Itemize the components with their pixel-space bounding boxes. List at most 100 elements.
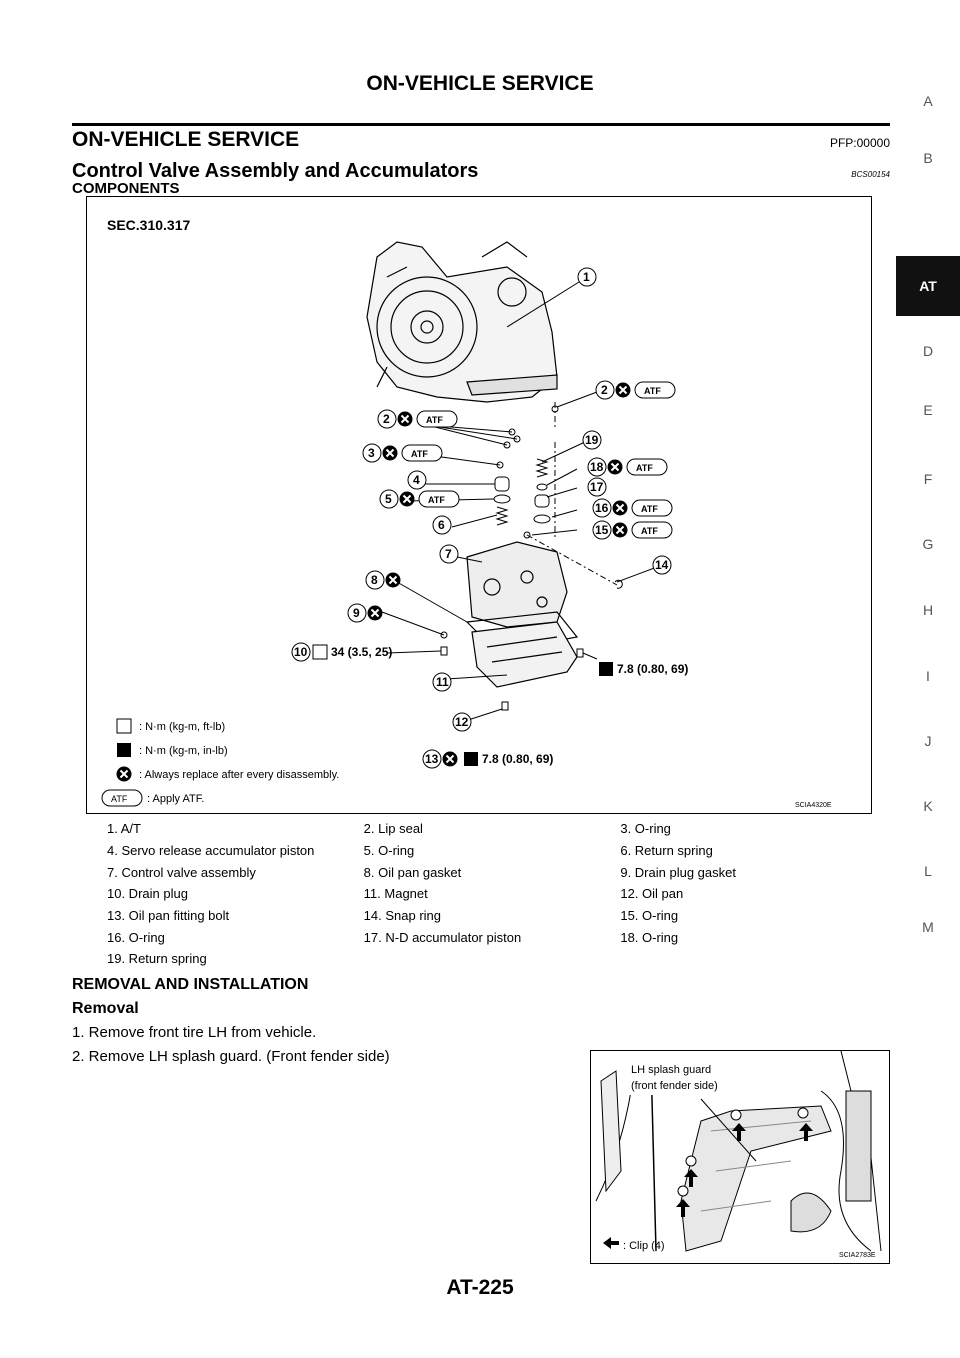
section-code: PFP:00000 — [829, 136, 890, 150]
figure2-code: SCIA2783E — [839, 1252, 876, 1259]
svg-text:11: 11 — [436, 675, 449, 689]
torque-fitting-bolt: 7.8 (0.80, 69) — [482, 752, 553, 766]
svg-text:8: 8 — [371, 573, 378, 587]
side-index-e[interactable]: E — [923, 402, 933, 418]
figure-legend: : N·m (kg-m, ft-lb) : N·m (kg-m, in-lb) … — [101, 718, 339, 807]
legend-nm-inlb: : N·m (kg-m, in-lb) — [139, 745, 228, 757]
components-heading: COMPONENTS — [72, 180, 180, 197]
splash-guard-figure: LH splash guard (front fender side) : Cl… — [590, 1050, 890, 1264]
svg-text:18: 18 — [590, 460, 604, 474]
side-index-g[interactable]: G — [922, 536, 934, 552]
running-header: ON-VEHICLE SERVICE — [366, 72, 594, 95]
removal-heading: Removal — [72, 1000, 139, 1017]
svg-text:10: 10 — [294, 645, 308, 659]
side-index-h[interactable]: H — [922, 602, 934, 618]
side-index-i[interactable]: I — [926, 668, 930, 684]
svg-text:16: 16 — [595, 501, 609, 515]
svg-text:5: 5 — [385, 492, 392, 506]
atf-label: ATF — [644, 386, 661, 396]
torque-oil-pan: 7.8 (0.80, 69) — [617, 662, 688, 676]
figure-code: SCIA4320E — [795, 802, 832, 809]
atf-label: ATF — [111, 794, 128, 804]
table-cell: 4. Servo release accumulator piston — [107, 843, 315, 859]
clip-legend: : Clip (4) — [623, 1240, 665, 1252]
svg-text:7: 7 — [445, 547, 452, 561]
side-index-k[interactable]: K — [923, 798, 933, 814]
subsection-title: Control Valve Assembly and Accumulators — [72, 160, 479, 182]
table-row: 7. Control valve assembly 8. Oil pan gas… — [107, 861, 877, 883]
side-index-at[interactable]: AT — [896, 256, 960, 316]
table-cell: 15. O-ring — [620, 908, 679, 924]
svg-text:2: 2 — [383, 412, 390, 426]
side-index-d[interactable]: D — [922, 343, 934, 359]
legend-nm-ftlb: : N·m (kg-m, ft-lb) — [139, 721, 225, 733]
table-cell: 10. Drain plug — [107, 886, 188, 902]
section-title: ON-VEHICLE SERVICE — [72, 128, 300, 151]
splash-guard-diagram: LH splash guard (front fender side) : Cl… — [595, 1050, 882, 1259]
table-cell: 18. O-ring — [620, 929, 679, 945]
step-1: 1. Remove front tire LH from vehicle. — [72, 1024, 317, 1041]
clip-arrows — [603, 1123, 813, 1249]
atf-label: ATF — [641, 526, 658, 536]
side-index-m[interactable]: M — [922, 919, 934, 935]
parts-table: 1. A/T 2. Lip seal 3. O-ring 4. Servo re… — [107, 818, 877, 970]
legend-replace: : Always replace after every disassembly… — [139, 769, 339, 781]
figure-sec-label: SEC.310.317 — [107, 217, 190, 233]
control-valve-illustration — [466, 541, 568, 628]
table-cell: 2. Lip seal — [363, 821, 423, 837]
table-cell: 14. Snap ring — [363, 908, 442, 924]
legend-atf: : Apply ATF. — [147, 793, 204, 805]
table-row: 4. Servo release accumulator piston 5. O… — [107, 840, 877, 862]
side-index-a[interactable]: A — [923, 93, 933, 109]
table-cell: 17. N-D accumulator piston — [363, 929, 522, 945]
svg-text:3: 3 — [368, 446, 375, 460]
table-row: 16. O-ring 17. N-D accumulator piston 18… — [107, 926, 877, 948]
splash-guard-label-2: (front fender side) — [631, 1080, 718, 1092]
atf-label: ATF — [428, 495, 445, 505]
table-cell: 3. O-ring — [620, 821, 671, 837]
atf-label: ATF — [426, 415, 443, 425]
page-number: AT-225 — [446, 1276, 514, 1299]
atf-label: ATF — [641, 504, 658, 514]
svg-text:14: 14 — [655, 558, 669, 572]
svg-text:9: 9 — [353, 606, 360, 620]
table-row: 13. Oil pan fitting bolt 14. Snap ring 1… — [107, 905, 877, 927]
components-diagram: SEC.310.317 — [101, 217, 832, 809]
svg-text:4: 4 — [413, 473, 420, 487]
side-index-j[interactable]: J — [924, 733, 932, 749]
components-figure: SEC.310.317 — [86, 196, 872, 814]
table-cell: 19. Return spring — [107, 951, 207, 967]
svg-text:13: 13 — [425, 752, 439, 766]
table-cell: 11. Magnet — [363, 886, 428, 902]
torque-drain-plug: 34 (3.5, 25) — [331, 645, 392, 659]
header-rule — [72, 123, 890, 126]
svg-text:19: 19 — [585, 433, 599, 447]
svg-text:1: 1 — [583, 270, 590, 284]
table-cell: 9. Drain plug gasket — [620, 864, 736, 880]
side-index-l[interactable]: L — [924, 863, 932, 879]
table-cell: 16. O-ring — [107, 929, 165, 945]
subsection-code: BCS00154 — [851, 170, 890, 179]
svg-text:17: 17 — [590, 480, 604, 494]
table-cell: 13. Oil pan fitting bolt — [107, 908, 230, 924]
table-cell: 12. Oil pan — [620, 886, 684, 902]
table-cell: 6. Return spring — [620, 843, 713, 859]
table-row: 19. Return spring — [107, 948, 877, 970]
table-cell: 5. O-ring — [363, 843, 415, 859]
side-index-f[interactable]: F — [923, 471, 933, 487]
svg-text:2: 2 — [601, 383, 608, 397]
svg-text:6: 6 — [438, 518, 445, 532]
table-row: 10. Drain plug 11. Magnet 12. Oil pan — [107, 883, 877, 905]
svg-text:15: 15 — [595, 523, 609, 537]
callouts: 1 2 ATF 2 ATF 3 ATF 4 5 ATF 6 7 8 9 10 3… — [291, 267, 688, 769]
table-cell: 8. Oil pan gasket — [363, 864, 462, 880]
step-2: 2. Remove LH splash guard. (Front fender… — [72, 1048, 390, 1065]
atf-label: ATF — [411, 449, 428, 459]
table-cell: 1. A/T — [107, 821, 141, 837]
side-index-b[interactable]: B — [923, 150, 933, 166]
transaxle-illustration — [366, 241, 558, 403]
table-row: 1. A/T 2. Lip seal 3. O-ring — [107, 818, 877, 840]
splash-guard-label: LH splash guard — [631, 1064, 711, 1076]
removal-installation-heading: REMOVAL AND INSTALLATION — [72, 976, 309, 993]
table-cell: 7. Control valve assembly — [107, 864, 256, 880]
